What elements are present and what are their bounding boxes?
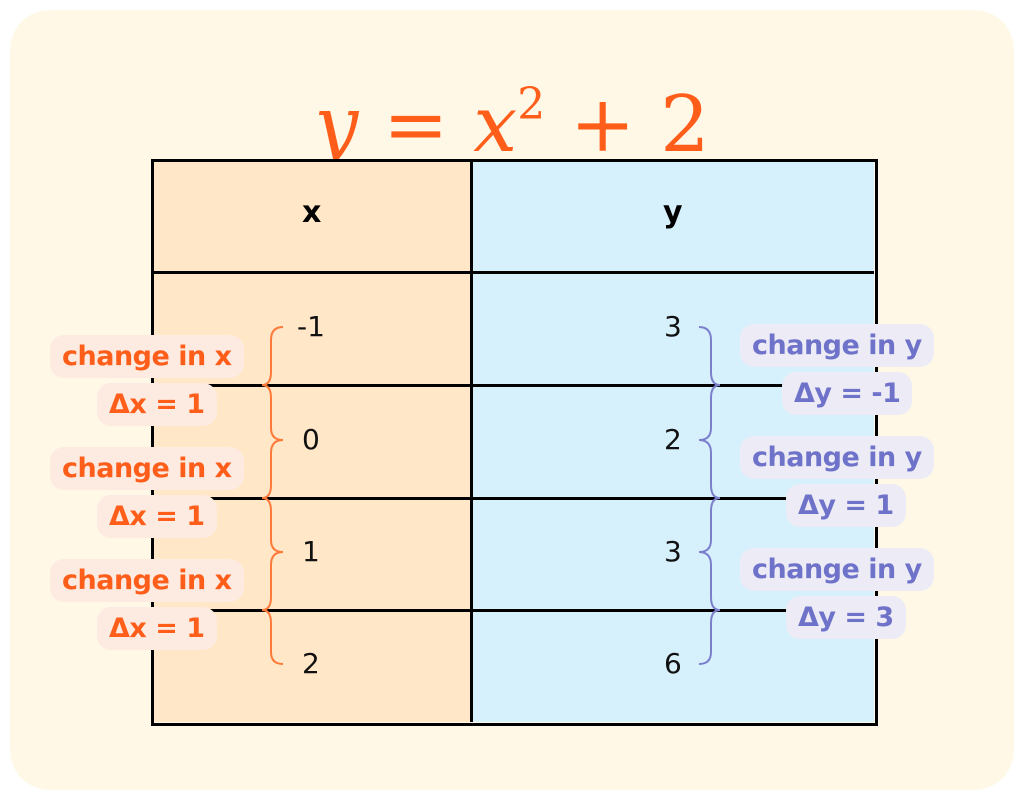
row-divider [152, 609, 874, 612]
y-change-label: change in y [740, 324, 934, 367]
y-change-label: change in y [740, 548, 934, 591]
x-value: 1 [302, 535, 320, 568]
header-x: x [302, 195, 322, 230]
x-value: 0 [302, 423, 320, 456]
equation-title: y = x2 + 2 [0, 60, 1024, 170]
eq-exponent: 2 [517, 79, 546, 130]
x-brace-1 [261, 326, 284, 441]
eq-x: x [473, 80, 518, 170]
y-value: 2 [664, 423, 682, 456]
eq-constant: 2 [660, 80, 710, 170]
x-change-label: change in x [50, 335, 244, 378]
eq-y: y [314, 80, 359, 170]
y-brace-1 [698, 326, 721, 441]
y-brace-3 [698, 551, 721, 665]
y-value: 6 [664, 647, 682, 680]
x-change-delta: Δx = 1 [97, 607, 217, 650]
x-change-label: change in x [50, 559, 244, 602]
eq-equals: = [383, 80, 449, 170]
y-value: 3 [664, 310, 682, 343]
x-change-delta: Δx = 1 [97, 383, 217, 426]
eq-plus: + [570, 80, 636, 170]
x-brace-3 [261, 551, 284, 665]
y-change-delta: Δy = -1 [782, 372, 913, 415]
x-value: -1 [297, 310, 325, 343]
y-change-delta: Δy = 1 [786, 484, 906, 527]
y-change-delta: Δy = 3 [786, 596, 906, 639]
y-value: 3 [664, 535, 682, 568]
y-change-label: change in y [740, 436, 934, 479]
y-brace-2 [698, 439, 721, 553]
row-divider [152, 497, 874, 500]
header-y: y [663, 195, 683, 230]
x-change-delta: Δx = 1 [97, 495, 217, 538]
x-brace-2 [261, 439, 284, 553]
row-divider [152, 384, 874, 387]
column-divider [470, 160, 473, 722]
header-divider [152, 271, 874, 274]
x-value: 2 [302, 647, 320, 680]
x-change-label: change in x [50, 447, 244, 490]
